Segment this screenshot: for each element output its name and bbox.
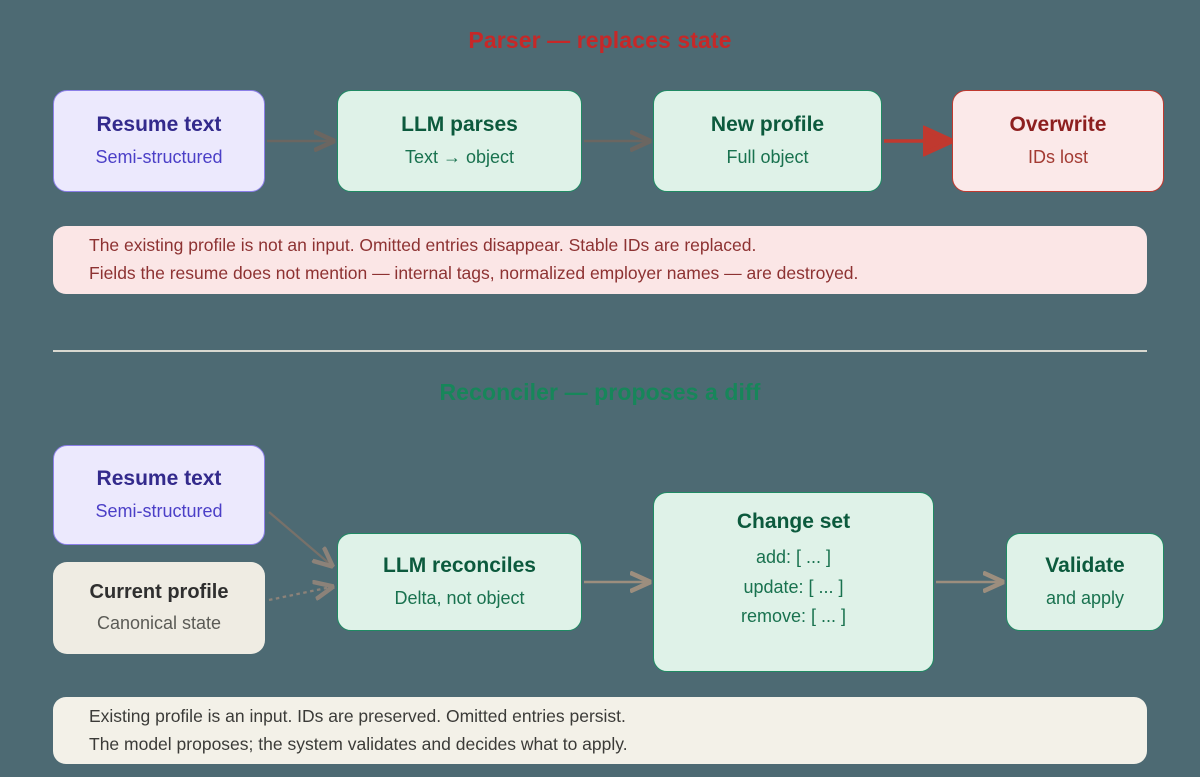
node-title: Overwrite xyxy=(1009,112,1107,136)
node-subtitle: Semi-structured xyxy=(95,146,223,167)
node-overwrite[interactable]: Overwrite IDs lost xyxy=(952,90,1164,192)
node-title: LLM parses xyxy=(401,112,518,136)
node-subtitle: IDs lost xyxy=(1027,146,1088,167)
note-line: The model proposes; the system validates… xyxy=(89,733,628,754)
node-llm-parses[interactable]: LLM parses Text → object xyxy=(337,90,582,192)
note-parser: The existing profile is not an input. Om… xyxy=(53,226,1147,294)
section-title-parser: Parser — replaces state xyxy=(468,27,732,53)
node-resume-text-reconciler[interactable]: Resume text Semi-structured xyxy=(53,445,265,545)
change-set-remove: remove: [ ... ] xyxy=(740,605,847,626)
note-line: Fields the resume does not mention — int… xyxy=(89,263,859,283)
node-title: Resume text xyxy=(96,466,222,490)
node-title: Current profile xyxy=(89,580,229,603)
change-set-update: update: [ ... ] xyxy=(743,576,844,597)
node-change-set[interactable]: Change set add: [ ... ] update: [ ... ] … xyxy=(653,492,934,672)
arrow-current-profile-to-llm-reconciles xyxy=(268,587,331,602)
node-title: Validate xyxy=(1045,553,1125,577)
node-subtitle: Semi-structured xyxy=(95,500,223,521)
node-title: Change set xyxy=(736,510,851,533)
node-new-profile[interactable]: New profile Full object xyxy=(653,90,882,192)
section-divider xyxy=(53,350,1147,352)
node-current-profile[interactable]: Current profile Canonical state xyxy=(53,562,265,654)
change-set-add: add: [ ... ] xyxy=(755,547,832,568)
arrow-resume-to-llm-reconciles xyxy=(268,511,331,565)
node-subtitle: and apply xyxy=(1045,587,1125,608)
node-title: New profile xyxy=(710,112,825,136)
node-llm-reconciles[interactable]: LLM reconciles Delta, not object xyxy=(337,533,582,631)
node-title: LLM reconciles xyxy=(383,553,536,577)
node-resume-text-parser[interactable]: Resume text Semi-structured xyxy=(53,90,265,192)
node-title: Resume text xyxy=(96,112,222,136)
node-subtitle: Delta, not object xyxy=(394,587,525,608)
node-subtitle: Text → object xyxy=(404,146,515,167)
node-subtitle: Full object xyxy=(726,146,809,167)
node-validate[interactable]: Validate and apply xyxy=(1006,533,1164,631)
note-line: Existing profile is an input. IDs are pr… xyxy=(89,705,626,726)
section-title-reconciler: Reconciler — proposes a diff xyxy=(439,379,761,405)
note-reconciler: Existing profile is an input. IDs are pr… xyxy=(53,697,1147,764)
note-line: The existing profile is not an input. Om… xyxy=(89,235,757,256)
node-subtitle: Canonical state xyxy=(96,612,222,633)
